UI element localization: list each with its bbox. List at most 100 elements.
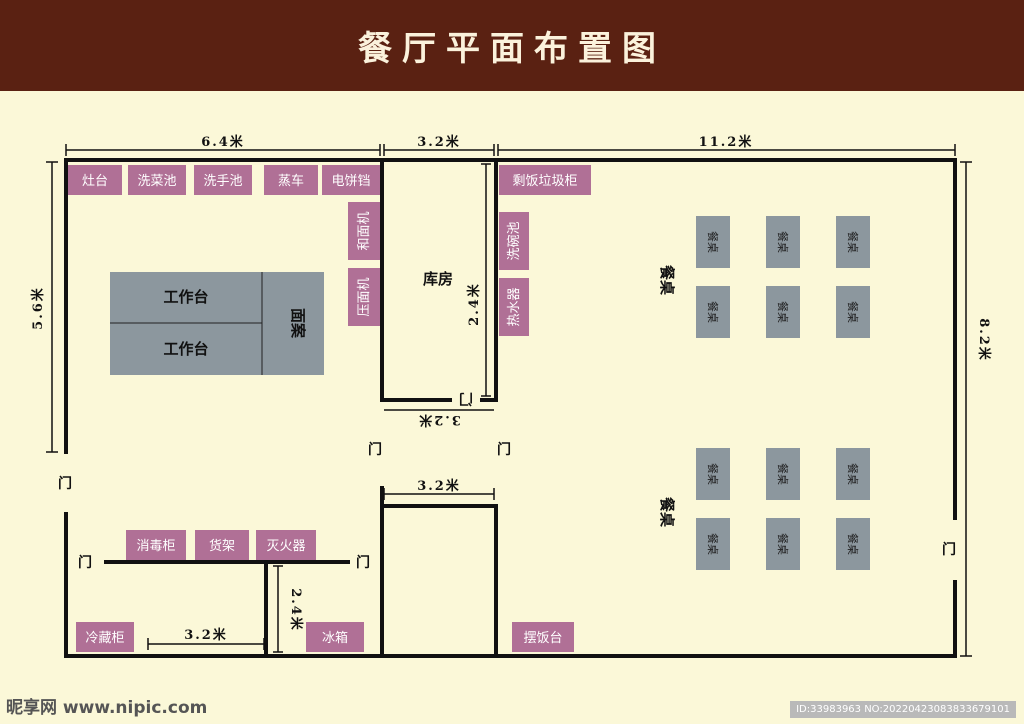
wall-bottom [64, 654, 957, 658]
svg-text:8.2米: 8.2米 [976, 318, 992, 362]
dining-table: 餐桌 [836, 216, 870, 268]
svg-text:压面机: 压面机 [357, 277, 372, 316]
dimension-right-height: 8.2米 [960, 161, 992, 657]
dining-table: 餐桌 [836, 518, 870, 570]
dining-tables: 餐桌餐桌餐桌餐桌餐桌餐桌餐桌餐桌餐桌餐桌餐桌餐桌 [696, 216, 870, 570]
dimension-bottom-height: 2.4米 [273, 565, 304, 653]
partition-wall-vertical [264, 560, 268, 658]
svg-text:6.4米: 6.4米 [201, 134, 245, 150]
svg-text:3.2米: 3.2米 [417, 412, 461, 428]
svg-text:3.2米: 3.2米 [184, 627, 228, 643]
fixture-water-heater: 热水器 [499, 278, 529, 336]
watermark-left: 昵享网 www.nipic.com [6, 698, 208, 718]
fixture-fridge: 冰箱 [306, 622, 364, 652]
door-label-mid-left: 门 [368, 441, 382, 458]
dining-table: 餐桌 [766, 216, 800, 268]
dining-table: 餐桌 [696, 216, 730, 268]
svg-text:冷藏柜: 冷藏柜 [85, 631, 124, 646]
storeroom-wall-right [494, 158, 498, 402]
dining-table-label: 餐桌 [846, 301, 860, 323]
wall-right-lower [953, 580, 957, 658]
dimension-storeroom-width: 3.2米 [384, 409, 494, 428]
door-label-left: 门 [58, 475, 72, 492]
dining-table-label: 餐桌 [706, 533, 720, 555]
dining-table-label: 餐桌 [776, 231, 790, 253]
svg-text:和面机: 和面机 [357, 211, 372, 250]
dining-table: 餐桌 [836, 448, 870, 500]
svg-text:消毒柜: 消毒柜 [136, 539, 175, 554]
title-banner: 餐厅平面布置图 [0, 0, 1024, 91]
fixture-hand-sink: 洗手池 [194, 165, 252, 195]
storeroom-wall-left [380, 158, 384, 402]
wall-right-upper [953, 158, 957, 520]
door-label-storeroom: 门 [459, 390, 473, 407]
dining-group-label-upper: 餐桌 [658, 265, 676, 296]
fixture-waste-cabinet: 剩饭垃圾柜 [499, 165, 591, 195]
wall-top [64, 158, 957, 162]
lower-room-wall-top [380, 504, 498, 508]
dining-table: 餐桌 [696, 286, 730, 338]
lower-room-wall-left [380, 486, 384, 658]
svg-text:电饼铛: 电饼铛 [331, 174, 370, 189]
dining-table: 餐桌 [696, 518, 730, 570]
dining-group-label-lower: 餐桌 [658, 497, 676, 528]
dining-table-label: 餐桌 [706, 301, 720, 323]
svg-text:2.4米: 2.4米 [466, 282, 482, 326]
fixture-stove: 灶台 [68, 165, 122, 195]
svg-text:2.4米: 2.4米 [288, 588, 304, 632]
svg-text:3.2米: 3.2米 [417, 134, 461, 150]
dining-table-label: 餐桌 [846, 533, 860, 555]
fixture-veg-sink: 洗菜池 [128, 165, 186, 195]
door-label-mid-right: 门 [497, 441, 511, 458]
dining-table-label: 餐桌 [846, 463, 860, 485]
dining-table-label: 餐桌 [776, 463, 790, 485]
dimension-top-right: 11.2米 [497, 134, 956, 156]
fixture-extinguisher: 灭火器 [256, 530, 316, 560]
workbench-side-label: 面案 [289, 308, 307, 339]
workbench-top-label: 工作台 [163, 288, 208, 306]
svg-text:洗手池: 洗手池 [203, 174, 242, 189]
fixture-press-machine: 压面机 [348, 268, 380, 326]
workbench: 工作台 工作台 面案 [110, 272, 324, 375]
page-title: 餐厅平面布置图 [358, 29, 666, 69]
dining-table: 餐桌 [696, 448, 730, 500]
dining-table-label: 餐桌 [776, 301, 790, 323]
storeroom-wall-bottom [380, 398, 452, 402]
fixture-serving-counter: 摆饭台 [512, 622, 574, 652]
fixture-disinfect-cabinet: 消毒柜 [126, 530, 186, 560]
dimension-left-height: 5.6米 [30, 161, 58, 453]
watermark-right: ID:33983963 NO:20220423083833679101 [790, 701, 1016, 718]
dining-table-label: 餐桌 [706, 463, 720, 485]
storeroom-wall-bottom-right [480, 398, 498, 402]
wall-left-upper [64, 158, 68, 454]
svg-text:蒸车: 蒸车 [278, 173, 304, 189]
storeroom-label: 库房 [423, 270, 453, 288]
svg-text:冰箱: 冰箱 [322, 630, 348, 646]
fixture-shelf: 货架 [195, 530, 249, 560]
wall-left-lower [64, 512, 68, 658]
dining-table-label: 餐桌 [776, 533, 790, 555]
dimension-top-mid: 3.2米 [383, 134, 495, 156]
fixture-noodle-machine: 和面机 [348, 202, 380, 260]
svg-text:剩饭垃圾柜: 剩饭垃圾柜 [512, 174, 577, 189]
dimension-lower-room-width: 3.2米 [383, 478, 495, 500]
svg-text:货架: 货架 [209, 538, 235, 554]
dining-table: 餐桌 [836, 286, 870, 338]
dining-table: 餐桌 [766, 518, 800, 570]
svg-text:摆饭台: 摆饭台 [523, 631, 562, 646]
fixture-dish-sink: 洗碗池 [499, 212, 529, 270]
dimension-bottom-width: 3.2米 [147, 627, 265, 650]
workbench-bottom-label: 工作台 [163, 340, 208, 358]
svg-text:3.2米: 3.2米 [417, 478, 461, 494]
dining-table: 餐桌 [766, 448, 800, 500]
svg-text:灭火器: 灭火器 [266, 539, 305, 554]
dining-table-label: 餐桌 [706, 231, 720, 253]
svg-text:11.2米: 11.2米 [699, 134, 754, 150]
fixture-pan: 电饼铛 [322, 165, 380, 195]
partition-wall [104, 560, 350, 564]
door-label-right: 门 [942, 541, 956, 558]
fixture-steamer: 蒸车 [264, 165, 318, 195]
door-label-partition-right: 门 [356, 554, 370, 571]
lower-room-wall-right [494, 504, 498, 658]
